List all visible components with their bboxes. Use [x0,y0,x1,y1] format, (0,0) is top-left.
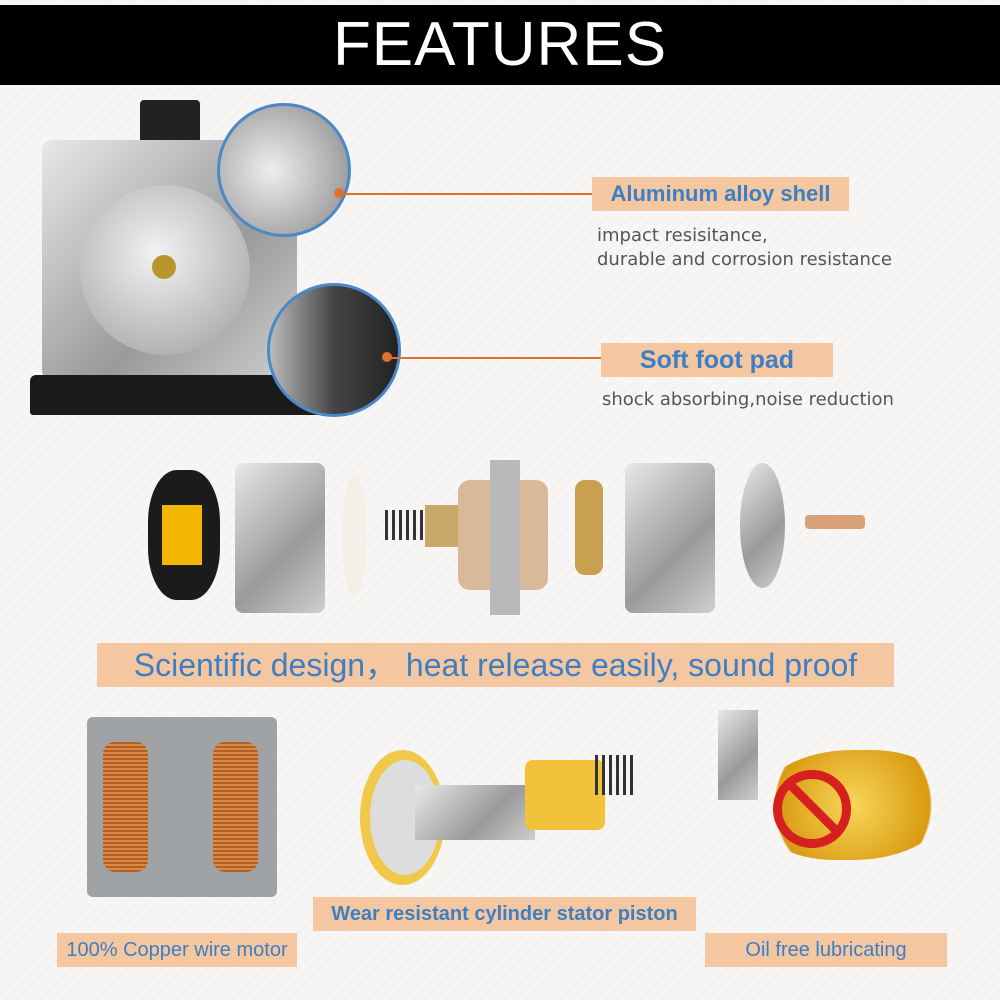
pointer-line [340,193,595,195]
exploded-parts-image [140,455,880,635]
page-title: FEATURES [0,5,1000,85]
feature-desc-soft-foot-pad: shock absorbing,noise reduction [602,389,894,410]
pointer-dot [334,188,344,198]
desc-line: durable and corrosion resistance [597,249,892,270]
oil-free-image [718,710,958,900]
feature-label-soft-foot-pad: Soft foot pad [601,343,833,377]
pointer-line [388,357,603,359]
pump-image [30,95,401,420]
feature-desc-aluminum-shell: impact resisitance, durable and corrosio… [597,224,892,272]
copper-motor-image [75,712,290,902]
feature-label-copper-motor: 100% Copper wire motor [57,933,297,967]
pointer-dot [382,352,392,362]
feature-label-aluminum-shell: Aluminum alloy shell [592,177,849,211]
design-banner: Scientific design， heat release easily, … [97,643,894,687]
feature-label-oil-free: Oil free lubricating [705,933,947,967]
feature-label-piston: Wear resistant cylinder stator piston [313,897,696,931]
no-oil-icon [773,770,851,848]
desc-line: impact resisitance, [597,225,768,246]
piston-image [355,720,655,890]
